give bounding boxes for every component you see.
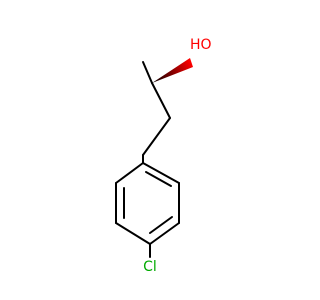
ring-double-bond-1 [145, 171, 172, 187]
stereo-wedge-bond [152, 58, 193, 83]
molecule-drawing: HO Cl [115, 37, 212, 275]
chain-bond-c2-c3 [151, 82, 171, 119]
hydroxyl-label: HO [190, 37, 212, 53]
ring-bond-3 [149, 222, 180, 245]
chlorine-label: Cl [143, 259, 157, 275]
ring-bond-1 [142, 162, 180, 184]
chain-bond-c3-c4 [142, 117, 171, 156]
ring-double-bond-2 [149, 216, 173, 234]
methyl-bond [142, 61, 153, 84]
ring-bond-6 [115, 162, 144, 184]
ring-bond-4 [115, 222, 151, 245]
